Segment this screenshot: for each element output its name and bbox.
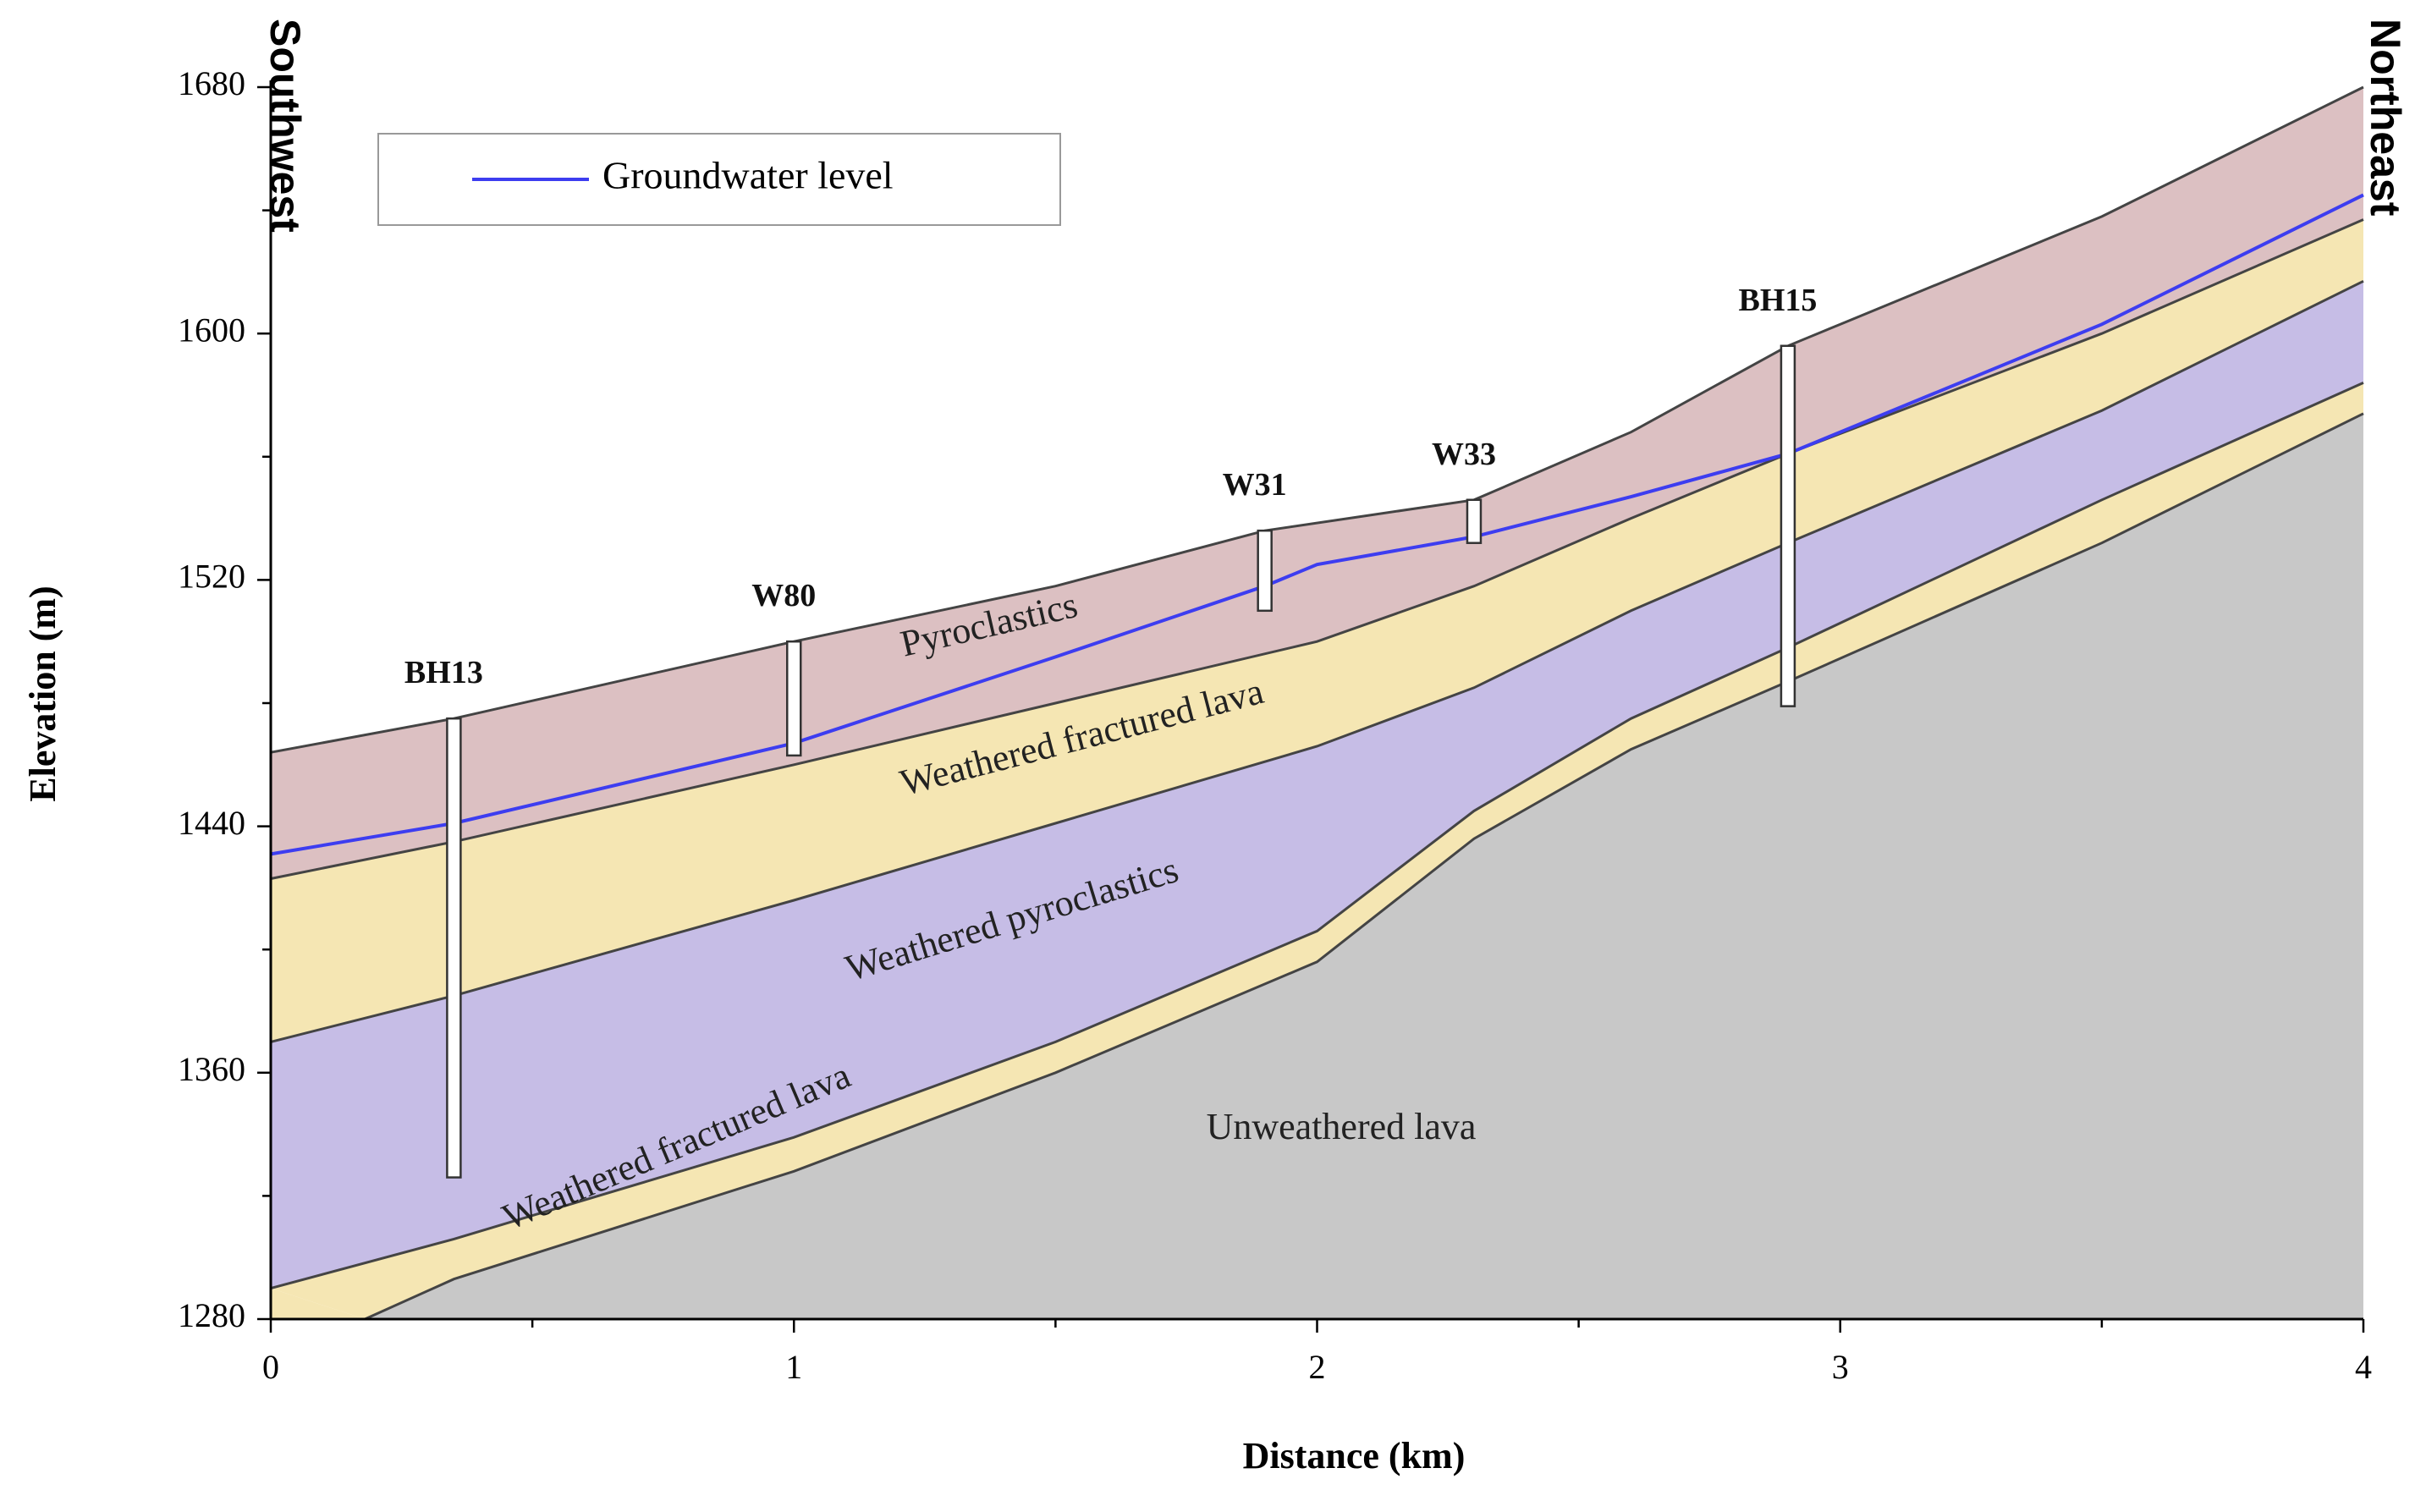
x-tick-label: 1 — [785, 1348, 802, 1386]
legend: Groundwater level — [377, 133, 1061, 226]
boundary-top-unweathered-lava — [364, 412, 2364, 1321]
well-label-w80: W80 — [751, 578, 816, 613]
y-tick-label: 1680 — [178, 64, 245, 102]
x-tick-label: 3 — [1832, 1348, 1849, 1386]
layer-fill-lower-lava-edge — [271, 1288, 366, 1319]
x-tick-label: 0 — [262, 1348, 279, 1386]
axes: 0 1 2 3 4 1280 1360 1440 1520 1600 1680 — [178, 64, 2372, 1386]
y-tick-label: 1280 — [178, 1296, 245, 1334]
layer-boundaries — [270, 85, 2364, 1321]
well-casing-w33 — [1466, 498, 1483, 544]
layer-fill-2 — [271, 281, 2363, 1289]
left-direction-label: Southwest — [261, 19, 309, 233]
y-tick-label: 1360 — [178, 1050, 245, 1088]
boundary-ground-surface — [270, 85, 2364, 754]
boundary-base-weathered-pyroclastics — [270, 382, 2364, 1290]
well-label-bh13: BH13 — [404, 655, 483, 690]
x-axis-title: Distance (km) — [1243, 1435, 1466, 1476]
x-tick-label: 4 — [2355, 1348, 2372, 1386]
y-axis-title: Elevation (m) — [22, 586, 63, 801]
well-label-bh15: BH15 — [1738, 283, 1817, 318]
groundwater-series — [270, 193, 2364, 856]
well-casing-w31 — [1257, 529, 1273, 613]
right-direction-label: Northeast — [2362, 19, 2409, 217]
legend-label: Groundwater level — [602, 154, 894, 197]
well-casing-bh13 — [446, 717, 462, 1179]
y-tick-label: 1520 — [178, 558, 245, 596]
layer-label-unweathered-lava: Unweathered lava — [1207, 1106, 1477, 1147]
well-casing-bh15 — [1780, 344, 1796, 707]
y-tick-label: 1600 — [178, 311, 245, 349]
well-label-w33: W33 — [1432, 437, 1496, 472]
layer-fill-1 — [271, 219, 2363, 1042]
wells: BH13 W80 W31 W33 BH15 — [404, 283, 1817, 1179]
well-casing-w80 — [786, 640, 802, 757]
x-tick-label: 2 — [1309, 1348, 1326, 1386]
y-tick-label: 1440 — [178, 804, 245, 842]
well-label-w31: W31 — [1223, 467, 1287, 503]
groundwater-line — [270, 193, 2364, 856]
boundary-base-weathered-fractured-lava-upper — [270, 279, 2364, 1043]
layer-fill-4 — [365, 413, 2364, 1319]
boundary-base-pyroclastics — [270, 218, 2364, 880]
